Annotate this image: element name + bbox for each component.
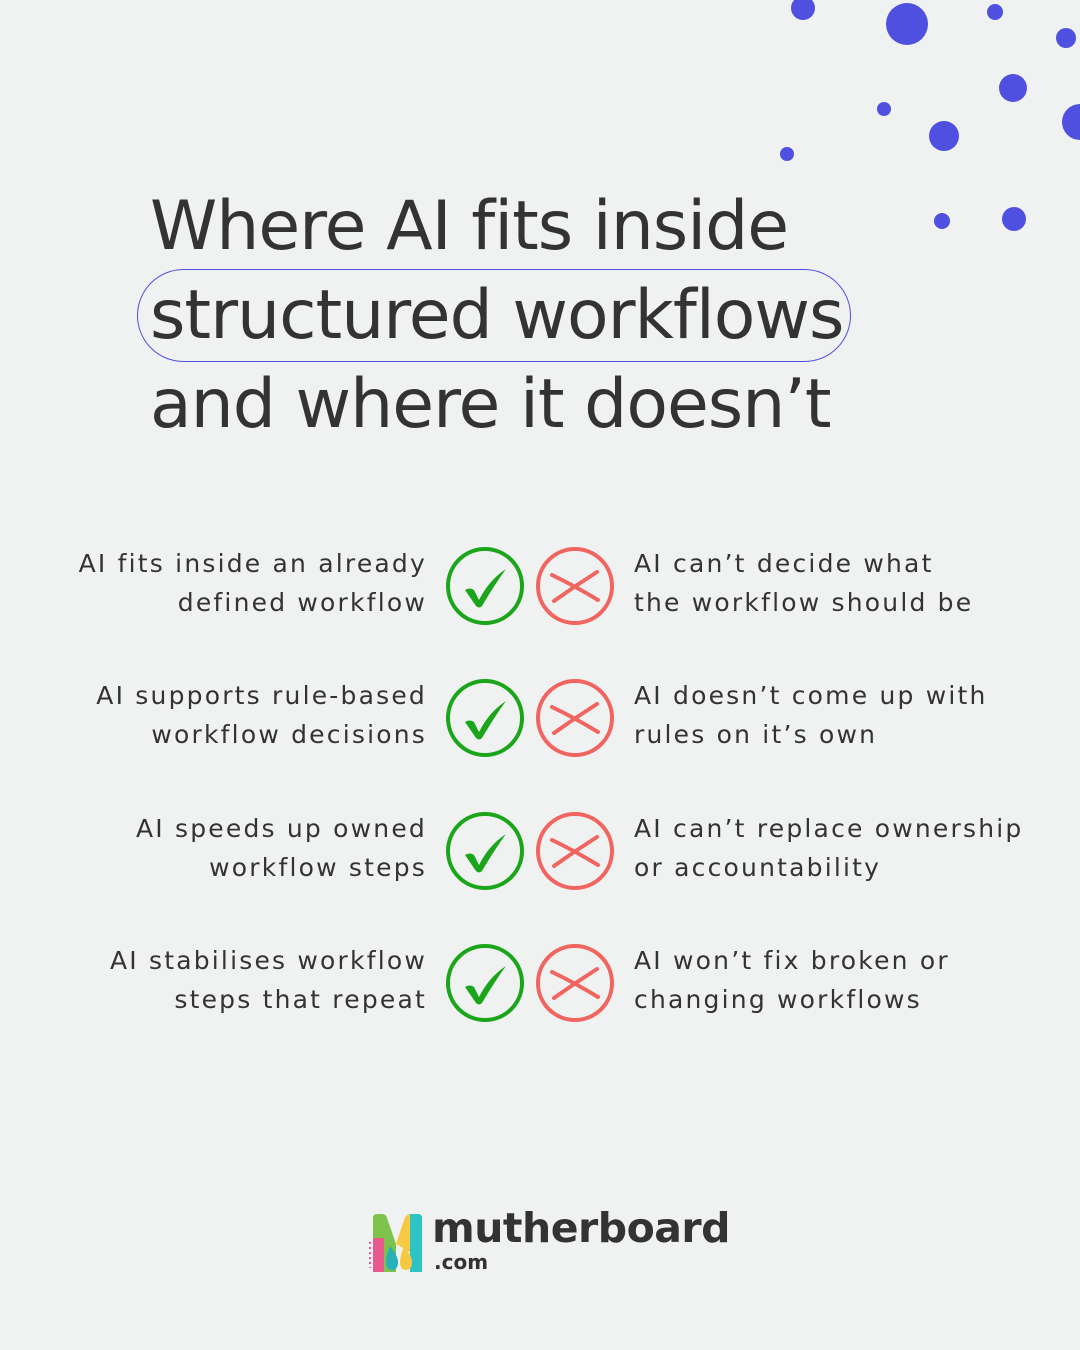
fits-text: AI speeds up owned workflow steps <box>135 814 427 882</box>
fits-text: AI supports rule-based workflow decision… <box>96 681 427 749</box>
decorative-dot <box>791 0 815 20</box>
not-fits-text: AI won’t fix broken or changing workflow… <box>634 946 950 1014</box>
decorative-dot <box>1062 104 1080 140</box>
cross-circle-icon <box>536 944 614 1022</box>
brand-logo: mutherboard .com <box>368 1204 730 1280</box>
logo-domain-suffix: .com <box>434 1250 489 1274</box>
logo-wordmark: mutherboard <box>432 1204 730 1252</box>
title-highlight-line-2: structured workflows <box>136 269 852 362</box>
title-line-1: Where AI fits inside <box>150 187 789 266</box>
title-line-3: and where it doesn’t <box>150 365 832 444</box>
not-fits-text: AI can’t decide what the workflow should… <box>634 549 974 617</box>
cross-circle-icon <box>536 547 614 625</box>
decorative-dot <box>999 74 1027 102</box>
decorative-dot <box>929 121 959 151</box>
decorative-dot <box>877 102 891 116</box>
decorative-dot <box>1002 207 1026 231</box>
fits-text: AI stabilises workflow steps that repeat <box>109 946 427 1014</box>
comparison-row: AI fits inside an already defined workfl… <box>0 544 1080 636</box>
not-fits-text: AI can’t replace ownership or accountabi… <box>634 814 1024 882</box>
page-title: Where AI fits inside structured workflow… <box>136 182 852 449</box>
not-fits-text: AI doesn’t come up with rules on it’s ow… <box>634 681 988 749</box>
checkmark-circle-icon <box>446 547 524 625</box>
comparison-row: AI supports rule-based workflow decision… <box>0 676 1080 768</box>
checkmark-circle-icon <box>446 944 524 1022</box>
logo-mark-icon <box>369 1214 422 1272</box>
decorative-dot <box>886 3 928 45</box>
decorative-dot <box>934 213 950 229</box>
decorative-dot <box>780 147 794 161</box>
checkmark-circle-icon <box>446 679 524 757</box>
cross-circle-icon <box>536 679 614 757</box>
decorative-dots <box>780 0 1080 231</box>
decorative-dot <box>987 4 1003 20</box>
comparison-row: AI speeds up owned workflow steps AI can… <box>0 809 1080 901</box>
checkmark-circle-icon <box>446 812 524 890</box>
cross-circle-icon <box>536 812 614 890</box>
comparison-row: AI stabilises workflow steps that repeat… <box>0 941 1080 1033</box>
decorative-dot <box>1056 28 1076 48</box>
fits-text: AI fits inside an already defined workfl… <box>78 549 427 617</box>
